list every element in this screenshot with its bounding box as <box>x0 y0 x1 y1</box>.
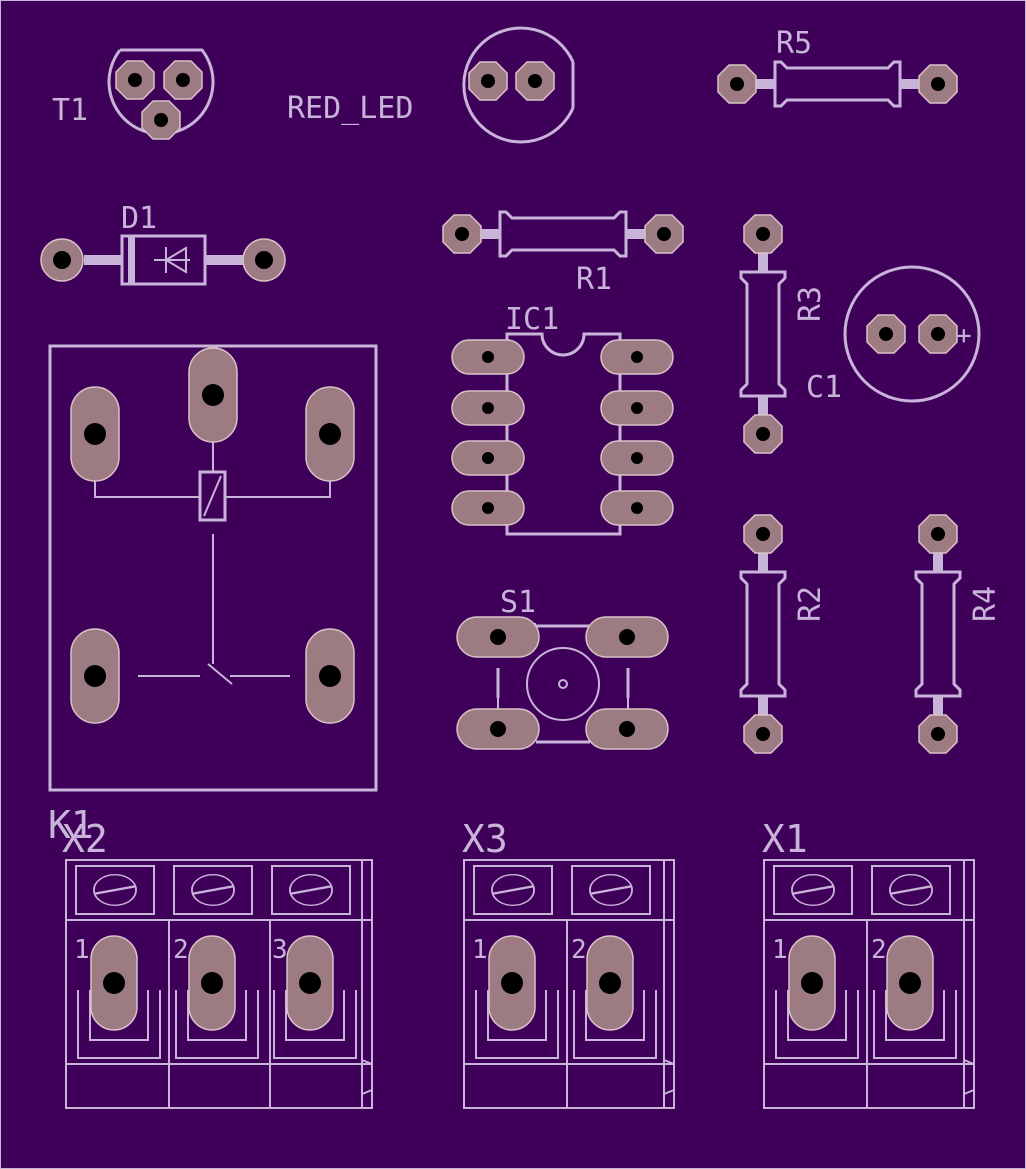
r5-pad-1 <box>717 64 757 104</box>
label-r3: R3 <box>793 286 828 322</box>
label-k1: K1 <box>48 803 94 847</box>
label-s1: S1 <box>500 585 536 620</box>
ic1-pin-3 <box>451 440 525 476</box>
x2-pad-3 <box>286 935 334 1031</box>
k1-pad-nc <box>70 628 120 724</box>
x2-pad-1 <box>90 935 138 1031</box>
x2-pin-label-2: 2 <box>173 935 189 965</box>
led-pad-2 <box>515 61 555 101</box>
terminal-x2 <box>65 859 373 1109</box>
ic1-pin-5 <box>600 490 674 526</box>
diode-d1 <box>40 234 286 286</box>
d1-pad-1 <box>40 238 84 282</box>
label-red-led: RED_LED <box>287 91 413 126</box>
t1-pad-2 <box>163 60 203 100</box>
k1-pad-common <box>188 347 238 443</box>
x1-pad-2 <box>886 935 934 1031</box>
label-t1: T1 <box>52 93 88 128</box>
switch-s1 <box>456 616 669 750</box>
x2-pin-label-1: 1 <box>74 935 90 965</box>
x3-pin-label-1: 1 <box>472 935 488 965</box>
r4-pad-1 <box>918 514 958 554</box>
s1-pad-4 <box>585 708 669 750</box>
t1-pad-1 <box>115 60 155 100</box>
k1-pad-no <box>305 628 355 724</box>
ic1-pin-2 <box>451 390 525 426</box>
label-c1-plus: + <box>956 321 972 351</box>
ic-ic1 <box>451 332 674 536</box>
x3-pad-1 <box>488 935 536 1031</box>
resistor-r2 <box>739 514 787 754</box>
r2-pad-1 <box>743 514 783 554</box>
label-x3: X3 <box>462 817 508 861</box>
k1-pad-coil-1 <box>70 386 120 482</box>
x3-pin-label-2: 2 <box>571 935 587 965</box>
x2-pad-2 <box>188 935 236 1031</box>
r1-pad-2 <box>644 214 684 254</box>
ic1-pin-8 <box>600 339 674 375</box>
label-x2: X2 <box>62 817 108 861</box>
label-r4: R4 <box>968 586 1003 622</box>
r4-pad-2 <box>918 714 958 754</box>
x1-pin-label-1: 1 <box>772 935 788 965</box>
transistor-t1 <box>107 48 215 140</box>
k1-pad-coil-2 <box>305 386 355 482</box>
label-c1: C1 <box>806 370 842 405</box>
s1-pad-2 <box>585 616 669 658</box>
t1-pad-3 <box>141 100 181 140</box>
ic1-pin-4 <box>451 490 525 526</box>
capacitor-c1 <box>843 265 981 403</box>
led-pad-1 <box>468 61 508 101</box>
label-r2: R2 <box>793 586 828 622</box>
label-r1: R1 <box>576 262 612 297</box>
relay-k1 <box>48 344 378 792</box>
x1-pad-1 <box>788 935 836 1031</box>
terminal-x1 <box>763 859 975 1109</box>
r3-pad-2 <box>743 414 783 454</box>
terminal-clips <box>361 1059 975 1095</box>
r2-pad-2 <box>743 714 783 754</box>
resistor-r5 <box>717 60 958 108</box>
x2-pin-label-3: 3 <box>272 935 288 965</box>
resistor-r4 <box>914 514 962 754</box>
ic1-pin-7 <box>600 390 674 426</box>
s1-pad-1 <box>456 616 540 658</box>
terminal-x3 <box>463 859 675 1109</box>
d1-pad-2 <box>242 238 286 282</box>
r5-pad-2 <box>918 64 958 104</box>
ic1-pin-1 <box>451 339 525 375</box>
led-red <box>462 26 575 144</box>
s1-pad-3 <box>456 708 540 750</box>
label-r5: R5 <box>776 26 812 61</box>
label-d1: D1 <box>121 201 157 236</box>
resistor-r1 <box>442 210 684 258</box>
resistor-r3 <box>739 214 787 454</box>
x1-pin-label-2: 2 <box>871 935 887 965</box>
label-x1: X1 <box>762 817 808 861</box>
r1-pad-1 <box>442 214 482 254</box>
c1-pad-1 <box>866 314 906 354</box>
c1-pad-2 <box>918 314 958 354</box>
x3-pad-2 <box>586 935 634 1031</box>
ic1-pin-6 <box>600 440 674 476</box>
label-ic1: IC1 <box>505 302 559 337</box>
r3-pad-1 <box>743 214 783 254</box>
